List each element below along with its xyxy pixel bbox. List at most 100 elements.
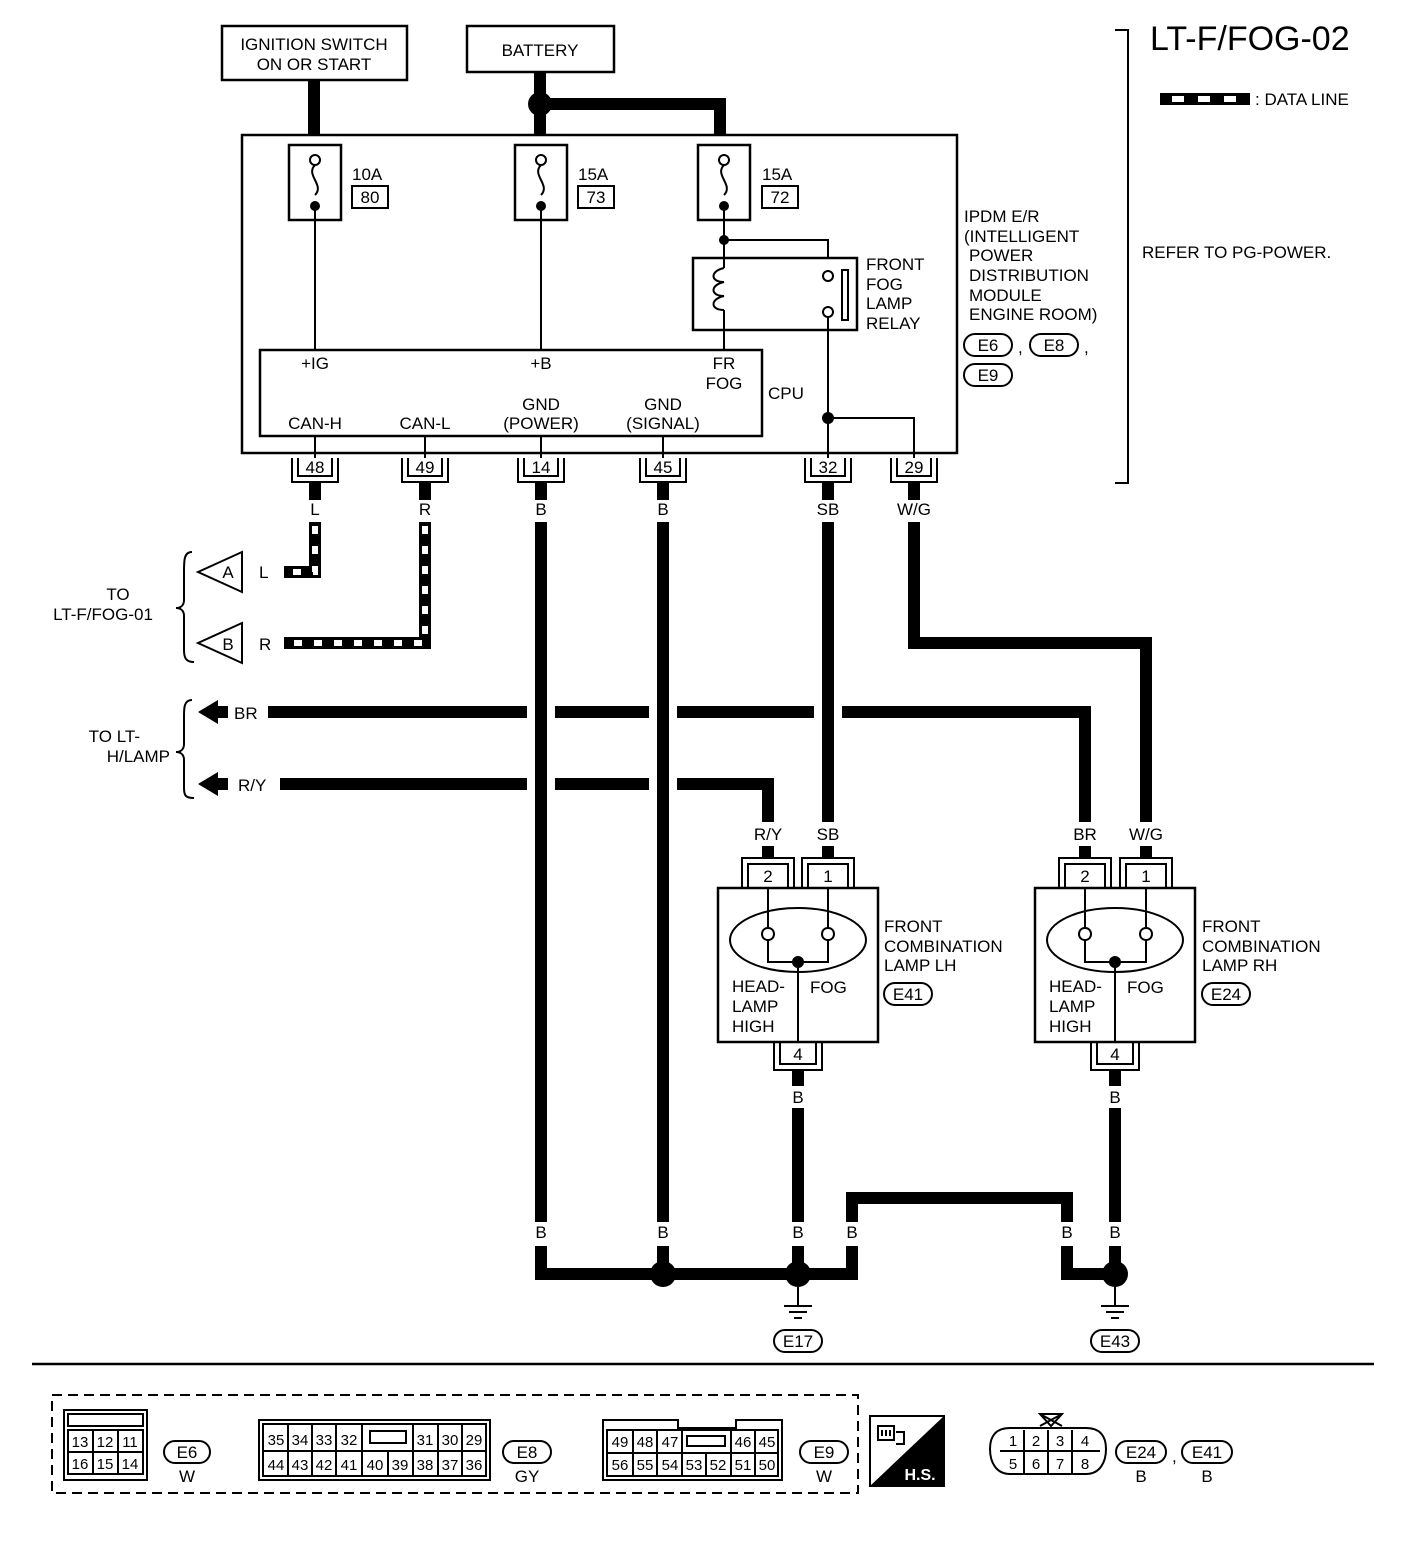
svg-text:FRONT: FRONT	[866, 255, 925, 274]
ipdm-bracket	[1115, 29, 1129, 484]
svg-text:H/LAMP: H/LAMP	[107, 747, 170, 766]
svg-text:4: 4	[1110, 1045, 1119, 1064]
ipdm-label-3: POWER	[969, 246, 1033, 265]
to-hlamp-ref: TO LT- H/LAMP BR R/Y	[89, 699, 266, 799]
svg-text:R/Y: R/Y	[238, 776, 266, 795]
svg-text:LAMP: LAMP	[732, 997, 778, 1016]
svg-text:51: 51	[735, 1457, 752, 1474]
svg-text:FRONT: FRONT	[1202, 917, 1261, 936]
ipdm-connector-badges: E6 , E8 , E9	[963, 333, 1089, 387]
svg-text:LAMP: LAMP	[1049, 997, 1095, 1016]
svg-text:HEAD-: HEAD-	[732, 977, 785, 996]
svg-text:8: 8	[1081, 1456, 1089, 1473]
svg-text:E6: E6	[978, 336, 999, 355]
svg-text:E9: E9	[814, 1443, 835, 1462]
svg-text:R: R	[259, 635, 271, 654]
ground-splice-1	[650, 1261, 676, 1287]
refer-note: REFER TO PG-POWER.	[1142, 243, 1331, 262]
ipdm-label-6: ENGINE ROOM)	[969, 305, 1097, 324]
connector-e9-view: 49 48 47 46 45 56 55 54 53 52 51 50 E9 W	[602, 1419, 849, 1486]
svg-text:E24: E24	[1211, 985, 1241, 1004]
ipdm-label-5: MODULE	[969, 286, 1042, 305]
svg-text:32: 32	[341, 1432, 358, 1449]
svg-text:48: 48	[637, 1434, 654, 1451]
harness-side-icon: H.S.	[869, 1415, 945, 1487]
svg-text:4: 4	[1081, 1433, 1089, 1450]
svg-text:55: 55	[637, 1457, 654, 1474]
svg-text:LAMP LH: LAMP LH	[884, 956, 956, 975]
svg-text:GND: GND	[522, 395, 560, 414]
svg-text:TO: TO	[106, 585, 129, 604]
ipdm-label-4: DISTRIBUTION	[969, 266, 1089, 285]
svg-text:E9: E9	[978, 366, 999, 385]
svg-text:W/G: W/G	[1129, 825, 1163, 844]
svg-text:50: 50	[759, 1457, 776, 1474]
svg-text:30: 30	[442, 1432, 459, 1449]
svg-text:FR: FR	[713, 354, 736, 373]
svg-text:W/G: W/G	[897, 500, 931, 519]
svg-text:B: B	[1201, 1467, 1212, 1486]
svg-text:3: 3	[1056, 1433, 1064, 1450]
connector-e6-view: 13 12 11 16 15 14 E6 W	[63, 1409, 211, 1486]
svg-text:4: 4	[793, 1045, 802, 1064]
svg-text:15A: 15A	[762, 165, 793, 184]
svg-text:34: 34	[292, 1432, 309, 1449]
svg-text:B: B	[657, 500, 668, 519]
svg-text:LAMP RH: LAMP RH	[1202, 956, 1277, 975]
front-fog-lamp-relay: FRONT FOG LAMP RELAY	[691, 255, 925, 418]
svg-text:FOG: FOG	[810, 978, 847, 997]
svg-text:41: 41	[341, 1457, 358, 1474]
svg-text:73: 73	[587, 188, 606, 207]
svg-text:CAN-L: CAN-L	[399, 414, 450, 433]
ground-e17: E17	[773, 1287, 823, 1353]
ground-splice-3	[1102, 1261, 1128, 1287]
svg-text:54: 54	[662, 1457, 679, 1474]
svg-text:14: 14	[122, 1456, 139, 1473]
svg-text:80: 80	[361, 188, 380, 207]
svg-text:E41: E41	[1192, 1443, 1222, 1462]
svg-text:+IG: +IG	[301, 354, 329, 373]
connector-views-frame	[51, 1394, 859, 1494]
svg-text:15A: 15A	[578, 165, 609, 184]
svg-text:10A: 10A	[352, 165, 383, 184]
svg-text:R/Y: R/Y	[754, 825, 782, 844]
svg-text:BR: BR	[234, 704, 258, 723]
svg-text:36: 36	[466, 1457, 483, 1474]
svg-text:37: 37	[442, 1457, 459, 1474]
connector-e8-view: 35 34 33 32 31 30 29 44 43 42 41 40 39 3…	[258, 1419, 552, 1486]
svg-text:LAMP: LAMP	[866, 294, 912, 313]
svg-text:GY: GY	[515, 1467, 540, 1486]
svg-text:14: 14	[532, 458, 551, 477]
svg-text:R: R	[419, 500, 431, 519]
ignition-label-2: ON OR START	[257, 55, 372, 74]
svg-text:29: 29	[466, 1432, 483, 1449]
svg-text:42: 42	[316, 1457, 333, 1474]
svg-text:2: 2	[1032, 1433, 1040, 1450]
svg-text:B: B	[1135, 1467, 1146, 1486]
svg-text:46: 46	[735, 1434, 752, 1451]
svg-text:B: B	[535, 500, 546, 519]
svg-text:(SIGNAL): (SIGNAL)	[626, 414, 700, 433]
svg-text:49: 49	[416, 458, 435, 477]
svg-text:38: 38	[417, 1457, 434, 1474]
ground-splice-2	[785, 1261, 811, 1287]
svg-text:HEAD-: HEAD-	[1049, 977, 1102, 996]
terminal-14: 14	[517, 458, 565, 483]
svg-text:E8: E8	[517, 1443, 538, 1462]
svg-text:E43: E43	[1100, 1332, 1130, 1351]
svg-text:FOG: FOG	[1127, 978, 1164, 997]
svg-text:39: 39	[392, 1457, 409, 1474]
svg-text:E6: E6	[177, 1443, 198, 1462]
svg-text:SB: SB	[817, 825, 840, 844]
svg-text:B: B	[1061, 1223, 1072, 1242]
svg-text:E8: E8	[1044, 336, 1065, 355]
svg-text:1: 1	[1141, 867, 1150, 886]
svg-text:H.S.: H.S.	[904, 1467, 935, 1484]
svg-text:CAN-H: CAN-H	[288, 414, 342, 433]
svg-text:43: 43	[292, 1457, 309, 1474]
terminal-45: 45	[639, 458, 687, 483]
svg-text:2: 2	[1080, 867, 1089, 886]
ipdm-terminals: 48 49 14 45 32 29	[291, 458, 938, 483]
svg-text:2: 2	[763, 867, 772, 886]
data-line-legend-label: : DATA LINE	[1255, 90, 1349, 109]
